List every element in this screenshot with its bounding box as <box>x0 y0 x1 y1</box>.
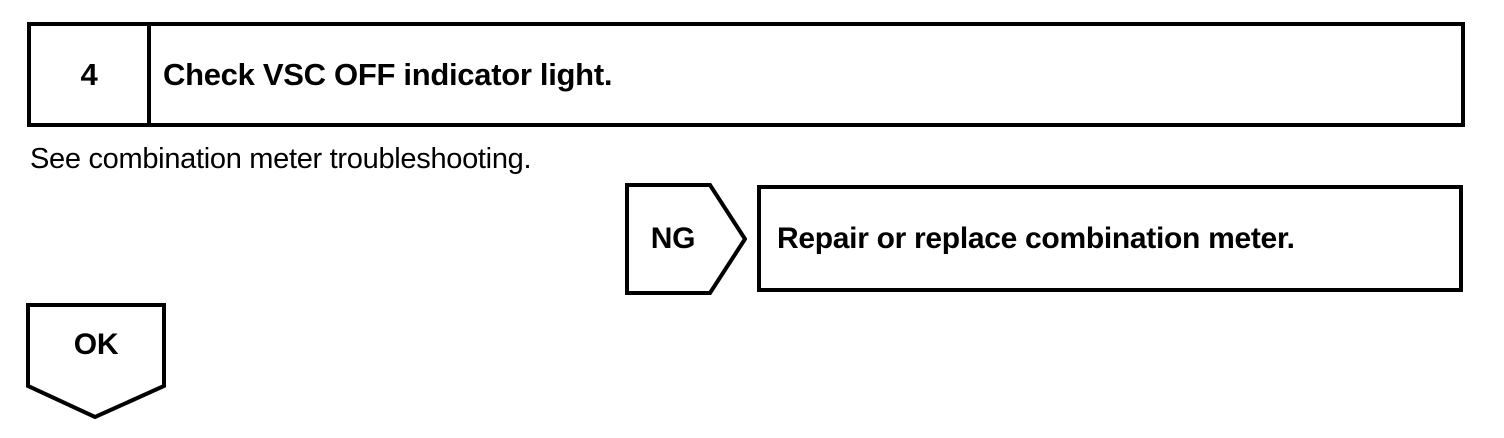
step-title: Check VSC OFF indicator light. <box>163 56 613 92</box>
step-title-cell: Check VSC OFF indicator light. <box>151 26 1461 123</box>
ng-arrow-right-icon <box>625 183 747 295</box>
ng-connector: NG <box>625 183 747 295</box>
note-text: See combination meter troubleshooting. <box>30 143 532 175</box>
ng-label: NG <box>650 222 696 255</box>
step-number: 4 <box>80 56 98 92</box>
ng-action-text: Repair or replace combination meter. <box>777 221 1295 255</box>
ng-action-box: Repair or replace combination meter. <box>757 185 1463 292</box>
ok-arrow-down-icon <box>26 303 166 419</box>
ok-label: OK <box>73 328 119 361</box>
step-header-box: 4 Check VSC OFF indicator light. <box>27 22 1465 127</box>
step-number-cell: 4 <box>31 26 151 123</box>
ok-connector: OK <box>26 303 166 419</box>
